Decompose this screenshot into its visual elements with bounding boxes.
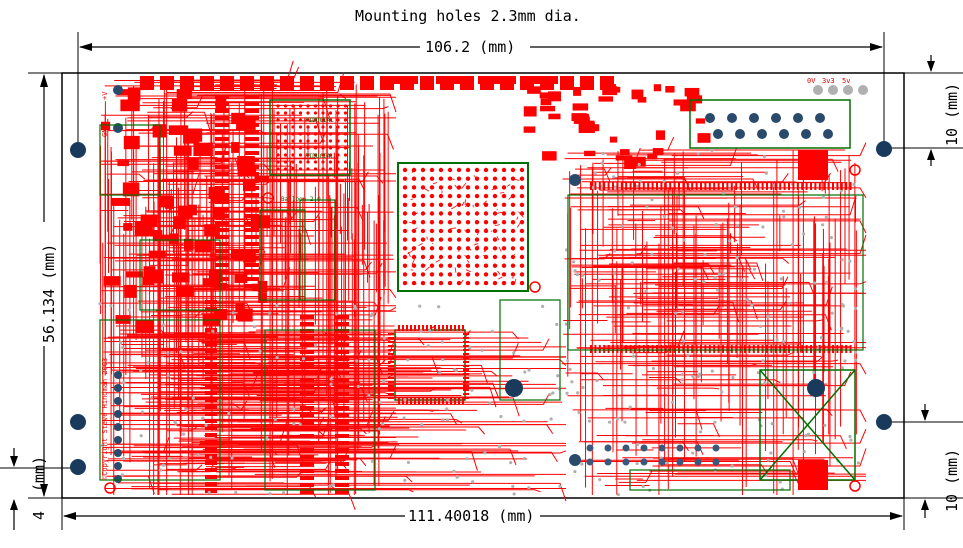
dimension-right-top-offset: 10 (mm) <box>884 55 963 166</box>
mounting-hole-bottom-right <box>876 414 892 430</box>
silk-gnd: GND <box>101 124 109 137</box>
dimension-left-height: 56.134 (mm) <box>28 72 62 499</box>
mounting-hole-bottom-left-lower <box>70 459 86 475</box>
mounting-holes <box>70 141 892 475</box>
mounting-hole-top-right <box>876 141 892 157</box>
dimension-right-bottom-label: 10 (mm) <box>943 449 961 512</box>
dimension-bottom-width: 111.40018 (mm) <box>61 498 905 530</box>
mounting-hole-top-left <box>70 142 86 158</box>
dimension-left-bottom-unit: (mm) <box>30 456 48 492</box>
silk-balloon: Balloon 2.0 <box>281 196 321 203</box>
silk-power-plus: +V <box>101 91 109 100</box>
dimension-left-bottom-value: 4 <box>30 511 48 520</box>
pcb-artwork <box>98 60 868 510</box>
dimension-left-bottom-offset: (mm) 4 <box>0 448 78 530</box>
dimension-bottom-label: 111.40018 (mm) <box>408 507 534 525</box>
dimension-top-width: 106.2 (mm) <box>77 32 885 142</box>
dimension-left-label: 56.134 (mm) <box>40 244 58 343</box>
silk-fiducial-1: FIDUCIAL <box>305 117 334 124</box>
silk-5v: 5v <box>842 77 850 85</box>
dimension-right-top-label: 10 (mm) <box>943 83 961 146</box>
silk-0v: 0V <box>807 77 816 85</box>
silk-3v3: 3v3 <box>822 77 835 85</box>
drawing-title: Mounting holes 2.3mm dia. <box>355 7 581 25</box>
dimension-top-label: 106.2 (mm) <box>425 38 515 56</box>
mounting-hole-bottom-left-upper <box>70 414 86 430</box>
silk-fiducial-2: FIDUCIAL <box>305 153 334 160</box>
silk-copyright: ©Copyright Steve Hindman 2003 <box>101 358 109 480</box>
dimension-right-bottom-offset: 10 (mm) <box>884 404 963 518</box>
silkscreen-labels: +V GND 0V 3v3 5v ©Copyright Steve Hindma… <box>101 77 850 480</box>
